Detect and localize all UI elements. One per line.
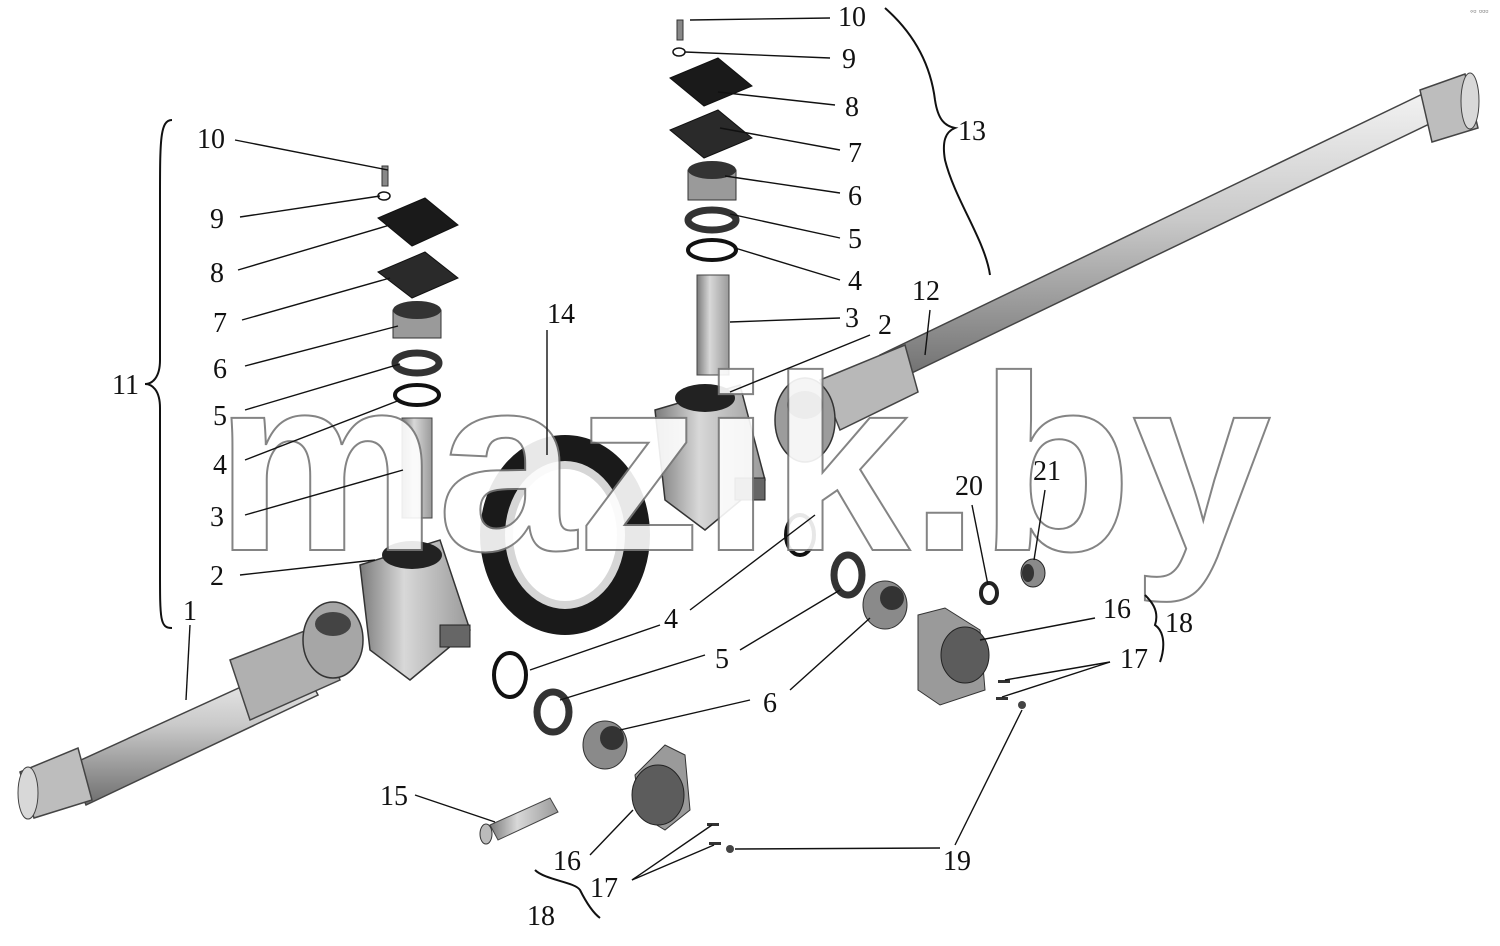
- callout-19: 19: [943, 846, 971, 877]
- callout-6-left: 6: [213, 354, 227, 385]
- cover-8-left: [377, 197, 459, 247]
- screw-17d: [996, 697, 1008, 700]
- callout-9-left: 9: [210, 204, 224, 235]
- callout-7-left: 7: [213, 308, 227, 339]
- housing-2-left: [359, 539, 471, 681]
- bushing-6-mid: [862, 580, 908, 630]
- bushing-6-lower: [582, 720, 628, 770]
- callout-14: 14: [547, 299, 575, 330]
- callout-16-upper: 16: [1103, 594, 1131, 625]
- seal-5-right: [684, 206, 740, 234]
- callout-16-lower: 16: [553, 846, 581, 877]
- bushing-6-right: [687, 161, 737, 201]
- screw-17a: [707, 823, 719, 826]
- callout-6-right: 6: [848, 181, 862, 212]
- seal-4-lower: [492, 651, 528, 699]
- screw-17b: [709, 842, 721, 845]
- nut-19b: [1018, 701, 1026, 709]
- callout-13: 13: [958, 116, 986, 147]
- callout-3-right: 3: [845, 303, 859, 334]
- callout-20: 20: [955, 471, 983, 502]
- bracket-16-lower: [631, 744, 691, 831]
- leader-lines: [185, 17, 1111, 881]
- bolt-10-right: [676, 19, 684, 41]
- callout-labels: 10 9 8 7 6 5 4 3 2 11 1 14 10 9 8 7 6 5 …: [112, 2, 1193, 932]
- callout-10-right: 10: [838, 2, 866, 33]
- callout-21: 21: [1033, 456, 1061, 487]
- seal-5-lower: [533, 688, 573, 736]
- axle-shaft-left: [17, 601, 364, 820]
- axle-shaft-right: [774, 72, 1480, 463]
- callout-17-lower: 17: [590, 873, 618, 904]
- parts: [17, 19, 1480, 853]
- callout-2-left: 2: [210, 561, 224, 592]
- callout-18-upper: 18: [1165, 608, 1193, 639]
- pin-3-right: [696, 274, 730, 376]
- housing-2-right: [654, 384, 766, 531]
- callout-9-right: 9: [842, 44, 856, 75]
- seal-4-left: [393, 383, 441, 407]
- seal-4-mid: [784, 513, 816, 557]
- seal-5-mid: [830, 551, 866, 599]
- callout-8-right: 8: [845, 92, 859, 123]
- screw-17c: [998, 680, 1010, 683]
- watermark-text: mazik.by: [215, 324, 1271, 603]
- gasket-7-left: [377, 251, 459, 299]
- callout-6-lower: 6: [763, 688, 777, 719]
- callout-10-left: 10: [197, 124, 225, 155]
- callout-5-lower: 5: [715, 644, 729, 675]
- pin-3-left: [401, 417, 433, 519]
- callout-5-right: 5: [848, 224, 862, 255]
- ring-14: [480, 435, 650, 635]
- brace-11: [144, 119, 173, 629]
- callout-18-lower: 18: [527, 901, 555, 932]
- callout-15: 15: [380, 781, 408, 812]
- brace-13: [884, 7, 991, 276]
- seal-5-left: [391, 349, 443, 377]
- gasket-7-right: [669, 109, 753, 159]
- bracket-16-upper: [917, 607, 990, 706]
- callout-4-right: 4: [848, 266, 862, 297]
- callout-17-upper: 17: [1120, 644, 1148, 675]
- seal-4-right: [686, 238, 738, 262]
- callout-12: 12: [912, 276, 940, 307]
- bushing-6-left: [392, 301, 442, 339]
- callout-8-left: 8: [210, 258, 224, 289]
- washer-20: [979, 581, 999, 605]
- callout-5-left: 5: [213, 401, 227, 432]
- brace-18-lower: [534, 869, 601, 919]
- callout-2-right: 2: [878, 310, 892, 341]
- nut-19a: [726, 845, 734, 853]
- callout-1: 1: [183, 596, 197, 627]
- callout-11: 11: [112, 370, 139, 401]
- pin-15: [479, 797, 559, 845]
- bolt-10-left: [381, 165, 389, 187]
- nut-21: [1020, 558, 1046, 588]
- callout-3-left: 3: [210, 502, 224, 533]
- callout-4-left: 4: [213, 450, 227, 481]
- cover-8-right: [669, 57, 753, 107]
- brace-18-upper: [1144, 594, 1165, 663]
- corner-mark: ◦▫ ▫▫▫: [1470, 6, 1488, 16]
- callout-7-right: 7: [848, 138, 862, 169]
- washer-9-right: [672, 47, 686, 57]
- callout-4-lower: 4: [664, 604, 678, 635]
